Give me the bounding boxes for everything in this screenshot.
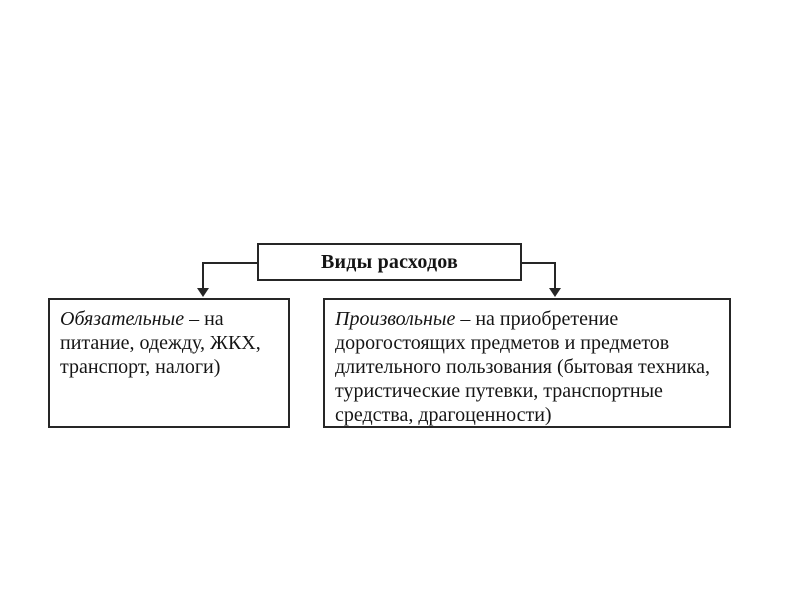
diagram-branch-discretionary-term: Произвольные — [335, 308, 456, 330]
arrow-down-icon — [549, 288, 561, 297]
diagram-branch-discretionary-box: Произвольные – на приобретение дорогосто… — [323, 298, 731, 428]
diagram-branch-mandatory-term: Обязательные — [60, 308, 185, 330]
diagram-root-box: Виды расходов — [257, 243, 522, 281]
diagram-root-label: Виды расходов — [320, 250, 458, 273]
connector-line-right-horizontal — [520, 262, 556, 264]
connector-line-left-vertical — [202, 262, 204, 290]
diagram-branch-mandatory-box: Обязательные – на питание, одежду, ЖКХ, … — [48, 298, 290, 428]
diagram-branch-discretionary-description: – на приобретение дорогостоящих предмето… — [335, 308, 711, 426]
connector-line-right-vertical — [554, 262, 556, 290]
arrow-down-icon — [197, 288, 209, 297]
diagram-branch-mandatory-description: – на питание, одежду, ЖКХ, транспорт, на… — [60, 308, 261, 378]
connector-line-left-horizontal — [202, 262, 259, 264]
